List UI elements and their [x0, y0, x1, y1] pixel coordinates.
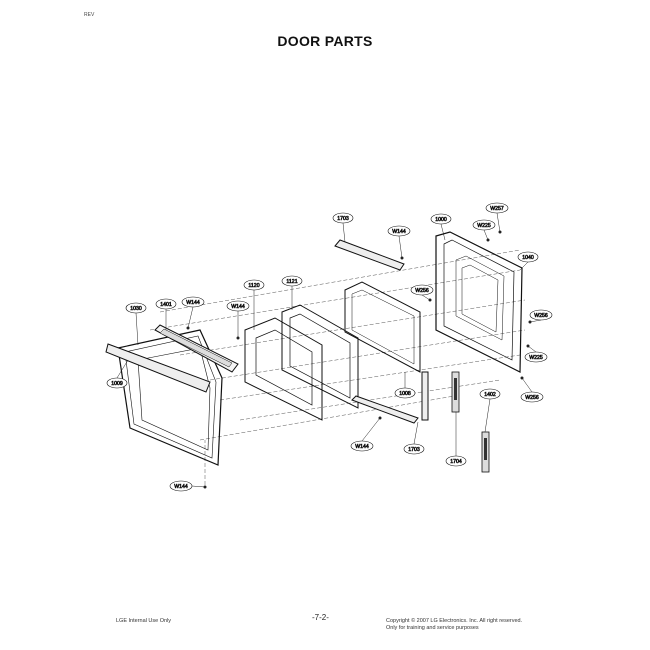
label-1120: 1120 [243, 279, 265, 291]
label-w144-mid: W144 [226, 300, 250, 312]
label-text: 1000 [435, 217, 447, 223]
footer-training-note: Only for training and service purposes [386, 625, 479, 631]
label-1009: 1009 [106, 377, 128, 389]
label-w144-bot: W144 [350, 440, 374, 452]
glass-panel-1008 [344, 281, 421, 373]
alignment-lines [149, 249, 526, 485]
glass-frame-1121 [281, 304, 359, 409]
label-w144-left: W144 [181, 296, 205, 308]
label-text: 1704 [450, 459, 462, 465]
footer-copyright: Copyright © 2007 LG Electronics. Inc. Al… [386, 618, 523, 624]
label-text: W144 [174, 484, 188, 490]
label-text: W256 [415, 288, 429, 294]
label-text: W144 [231, 304, 245, 310]
label-text: W256 [525, 395, 539, 401]
label-text: 1703 [408, 447, 420, 453]
label-1703-bot: 1703 [403, 443, 425, 455]
footer-copyright-block: Copyright © 2007 LG Electronics. Inc. Al… [386, 618, 522, 632]
strip-1703-top [334, 239, 405, 271]
label-w257: W257 [485, 202, 509, 214]
hinge-1704 [451, 371, 460, 413]
label-w225-b: W225 [524, 351, 548, 363]
label-w144-top: W144 [387, 225, 411, 237]
label-text: 1121 [286, 279, 297, 285]
leader-lines [116, 212, 542, 488]
label-text: 1008 [399, 391, 411, 397]
strip-1703-bottom [351, 371, 429, 424]
part-labels: 1703 W144 1000 W257 W225 1040 W256 W256 … [106, 202, 553, 492]
label-w256-c: W256 [520, 391, 544, 403]
label-1704: 1704 [445, 455, 467, 467]
label-text: 1120 [248, 283, 259, 289]
label-w256-a: W256 [410, 284, 434, 296]
hinge-1402 [481, 431, 490, 473]
label-text: 1009 [111, 381, 123, 387]
label-1030: 1030 [125, 302, 147, 314]
label-text: W144 [392, 229, 406, 235]
label-1703-top: 1703 [332, 212, 354, 224]
gasket-1401 [154, 324, 239, 373]
label-1121: 1121 [281, 275, 303, 287]
inner-liner-1000 [435, 231, 523, 373]
footer-page-number: -7-2- [312, 613, 329, 622]
label-text: 1703 [337, 216, 349, 222]
label-text: W144 [186, 300, 200, 306]
label-1401: 1401 [155, 298, 177, 310]
label-text: 1402 [484, 392, 496, 398]
label-w144-low: W144 [169, 480, 193, 492]
label-text: W256 [534, 313, 548, 319]
page-title: DOOR PARTS [277, 33, 373, 49]
label-text: W257 [490, 206, 504, 212]
label-text: 1040 [522, 255, 534, 261]
label-w225-top: W225 [472, 219, 496, 231]
label-w256-b: W256 [529, 309, 553, 321]
footer-internal-use: LGE Internal Use Only [116, 618, 172, 624]
revision-mark: REV [84, 12, 95, 18]
label-1008: 1008 [394, 387, 416, 399]
label-text: W144 [355, 444, 369, 450]
label-1402: 1402 [479, 388, 501, 400]
label-1000: 1000 [430, 213, 452, 225]
label-1040: 1040 [517, 251, 539, 263]
inner-frame-1120 [244, 317, 323, 421]
label-text: 1030 [130, 306, 142, 312]
label-text: 1401 [160, 302, 172, 308]
label-text: W225 [477, 223, 491, 229]
label-text: W225 [529, 355, 543, 361]
